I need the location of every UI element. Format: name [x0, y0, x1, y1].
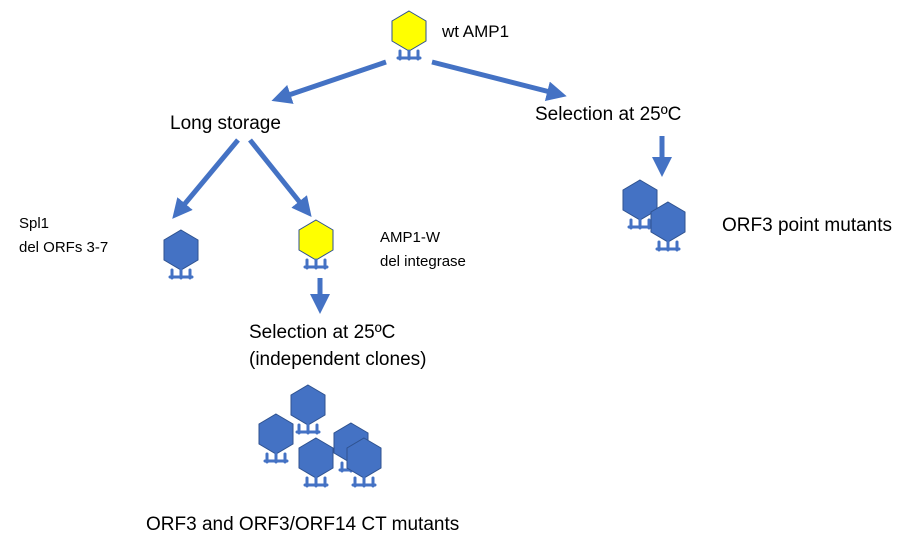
- arrow-long-storage-to-ampw: [248, 138, 312, 218]
- label-wt-amp1: wt AMP1: [442, 22, 510, 41]
- phages: [162, 9, 687, 488]
- arrows: [172, 59, 672, 314]
- arrow-long-storage-to-spl1: [172, 138, 240, 219]
- label-bottom-mutants: ORF3 and ORF3/ORF14 CT mutants: [146, 514, 460, 535]
- label-long-storage: Long storage: [170, 113, 281, 134]
- arrow-wt-to-selection: [431, 59, 567, 101]
- label-selection-right: Selection at 25ºC: [535, 104, 682, 125]
- phage-clone-4: [297, 436, 335, 488]
- phage-amp1-w: [297, 218, 335, 270]
- label-orf3-point-mutants: ORF3 point mutants: [722, 215, 893, 236]
- phage-clone-2: [257, 412, 295, 464]
- label-independent-clones: (independent clones): [249, 349, 427, 370]
- phage-spl1: [162, 228, 200, 280]
- label-selection-middle: Selection at 25ºC: [249, 322, 396, 343]
- label-spl1-deletion: del ORFs 3-7: [19, 239, 109, 256]
- label-amp1-w: AMP1-W: [380, 229, 440, 246]
- label-spl1: Spl1: [19, 215, 50, 232]
- phage-clone-1: [289, 383, 327, 435]
- phage-orf3-point-2: [649, 200, 687, 252]
- phage-clone-5: [345, 436, 383, 488]
- phage-wt-amp1: [390, 9, 428, 61]
- arrow-wt-to-long-storage: [271, 59, 387, 104]
- label-amp1-w-deletion: del integrase: [380, 253, 466, 270]
